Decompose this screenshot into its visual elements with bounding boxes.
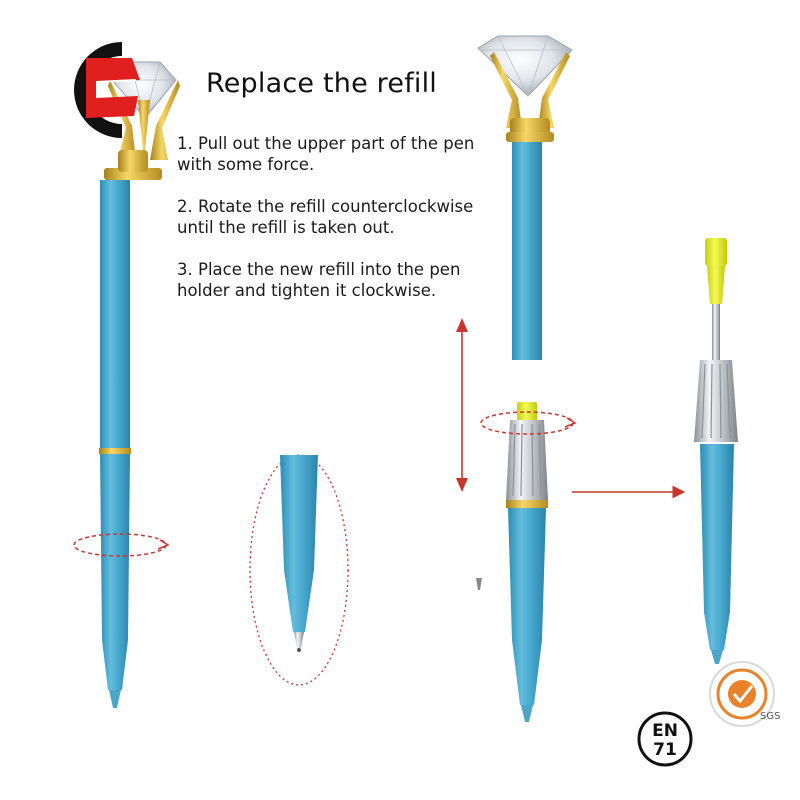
step-2: 2. Rotate the refill counterclockwise un… [177,196,507,238]
step-2-line-2: until the refill is taken out. [177,218,395,237]
pen-upper-part [477,35,573,360]
step-3-line-1: 3. Place the new refill into the pen [177,260,461,279]
step-1-line-2: with some force. [177,155,315,174]
brand-logo [74,42,140,138]
step-3: 3. Place the new refill into the pen hol… [177,259,507,301]
en71-badge: EN 71 [637,711,693,767]
pull-apart-arrow [456,318,468,492]
step-2-line-1: 2. Rotate the refill counterclockwise [177,197,474,216]
sgs-badge: SGS [709,661,780,727]
step-1: 1. Pull out the upper part of the pen wi… [177,133,507,175]
en71-line1: EN [652,721,678,741]
step-3-line-2: holder and tighten it clockwise. [177,281,437,300]
small-spring [476,578,482,590]
sgs-label: SGS [760,711,780,722]
pen-new-refill [694,238,738,664]
instruction-steps: 1. Pull out the upper part of the pen wi… [177,133,507,322]
pen-lower-barrel [100,454,130,690]
tip-detail [249,454,349,686]
pen-tip [109,690,121,708]
step-1-line-1: 1. Pull out the upper part of the pen [177,134,475,153]
pen-lower-part [476,402,577,722]
instruction-title: Replace the refill [206,68,438,99]
pen-barrel [100,180,130,450]
en71-line2: 71 [653,740,677,760]
full-pen [73,61,180,708]
gold-ring [99,448,131,454]
